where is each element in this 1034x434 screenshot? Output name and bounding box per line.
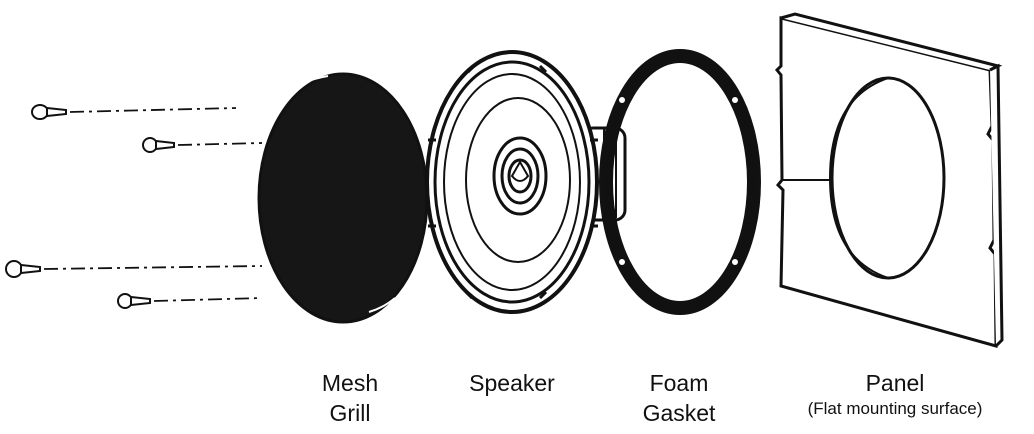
mesh-grill-icon [257, 72, 429, 324]
foam-gasket-icon [599, 49, 761, 315]
label-line: Panel [865, 370, 925, 396]
label-line: Grill [329, 400, 371, 426]
label-line: Mesh [321, 370, 379, 396]
label-line: Speaker [469, 370, 555, 396]
screw-icon [142, 137, 263, 153]
screw-icon [5, 260, 263, 278]
label-line: Foam [649, 370, 709, 396]
label-mesh-grill: Mesh Grill [300, 368, 400, 428]
speaker-icon [425, 50, 627, 314]
label-note: (Flat mounting surface) [807, 399, 983, 418]
label-panel: Panel (Flat mounting surface) [770, 368, 1020, 420]
label-line: Gasket [642, 400, 716, 426]
screws [5, 104, 263, 309]
screw-icon [31, 104, 237, 120]
panel-icon [774, 12, 1004, 348]
screw-icon [117, 293, 263, 309]
label-speaker: Speaker [452, 368, 572, 398]
label-foam-gasket: Foam Gasket [624, 368, 734, 428]
